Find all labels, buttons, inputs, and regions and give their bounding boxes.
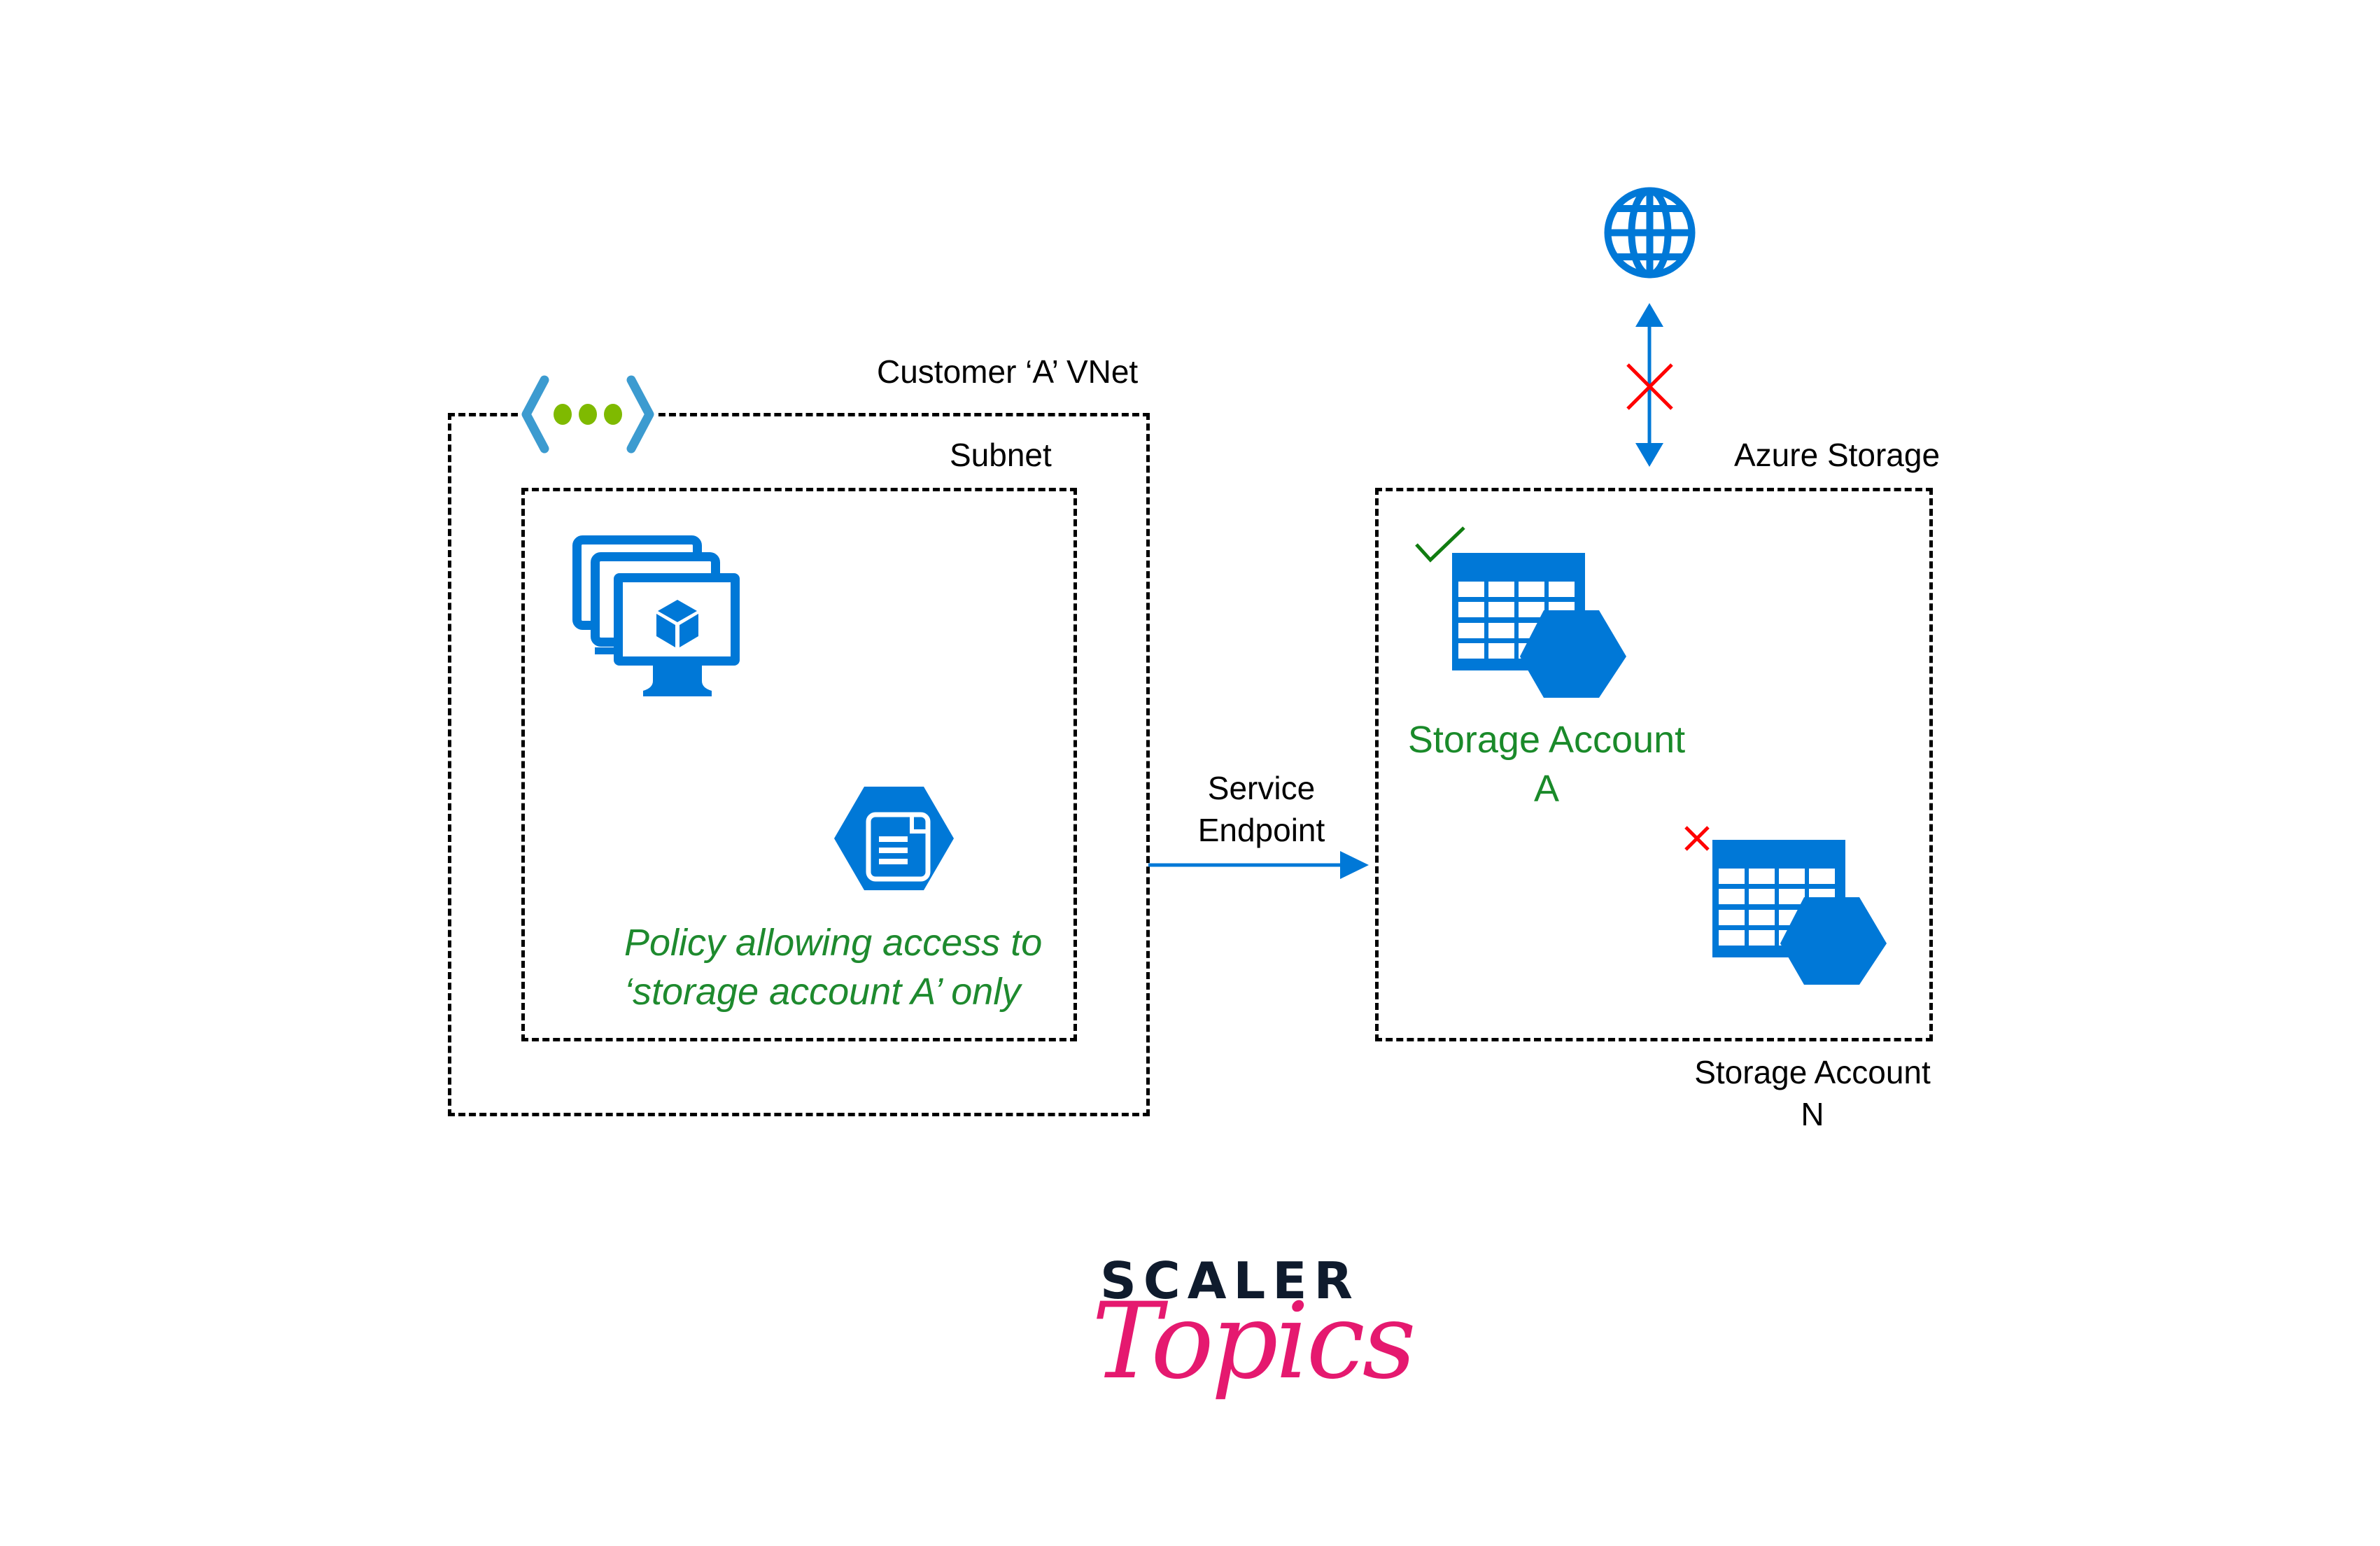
checkmark-icon bbox=[1415, 526, 1465, 563]
storage-account-a-line-2: A bbox=[1533, 768, 1560, 810]
scaler-logo-text: SCALER bbox=[1100, 1251, 1360, 1310]
storage-account-n-line-2: N bbox=[1801, 1096, 1824, 1132]
service-endpoint-line-2: Endpoint bbox=[1197, 812, 1325, 848]
topics-logo-text: Topics bbox=[1092, 1281, 1416, 1403]
virtual-machines-icon bbox=[572, 535, 740, 696]
service-endpoint-label: Service Endpoint bbox=[1190, 767, 1333, 851]
policy-description: Policy allowing access to ‘storage accou… bbox=[624, 918, 1042, 1016]
storage-account-a-label: Storage Account A bbox=[1400, 715, 1694, 813]
globe-icon bbox=[1604, 187, 1696, 279]
policy-line-2: ‘storage account A’ only bbox=[624, 971, 1021, 1013]
service-endpoint-policy-icon bbox=[834, 787, 954, 890]
red-x-icon bbox=[1626, 363, 1673, 410]
virtual-network-icon bbox=[518, 374, 658, 455]
azure-storage-boundary bbox=[1375, 488, 1933, 1041]
storage-account-n-label: Storage Account N bbox=[1666, 1051, 1959, 1135]
azure-storage-label: Azure Storage bbox=[1734, 437, 1941, 473]
storage-account-a-line-1: Storage Account bbox=[1407, 719, 1686, 761]
service-endpoint-line-1: Service bbox=[1207, 770, 1316, 806]
policy-line-1: Policy allowing access to bbox=[624, 922, 1043, 964]
subnet-boundary bbox=[521, 488, 1077, 1041]
subnet-label: Subnet bbox=[950, 437, 1052, 473]
storage-account-n-line-1: Storage Account bbox=[1694, 1054, 1931, 1090]
vnet-label: Customer ‘A’ VNet bbox=[877, 353, 1139, 390]
storage-account-n-icon bbox=[1712, 840, 1887, 985]
vnet-boundary bbox=[448, 413, 1150, 1116]
service-endpoint-arrow bbox=[1148, 851, 1369, 879]
red-x-icon bbox=[1684, 826, 1710, 851]
storage-account-a-icon bbox=[1452, 553, 1626, 698]
